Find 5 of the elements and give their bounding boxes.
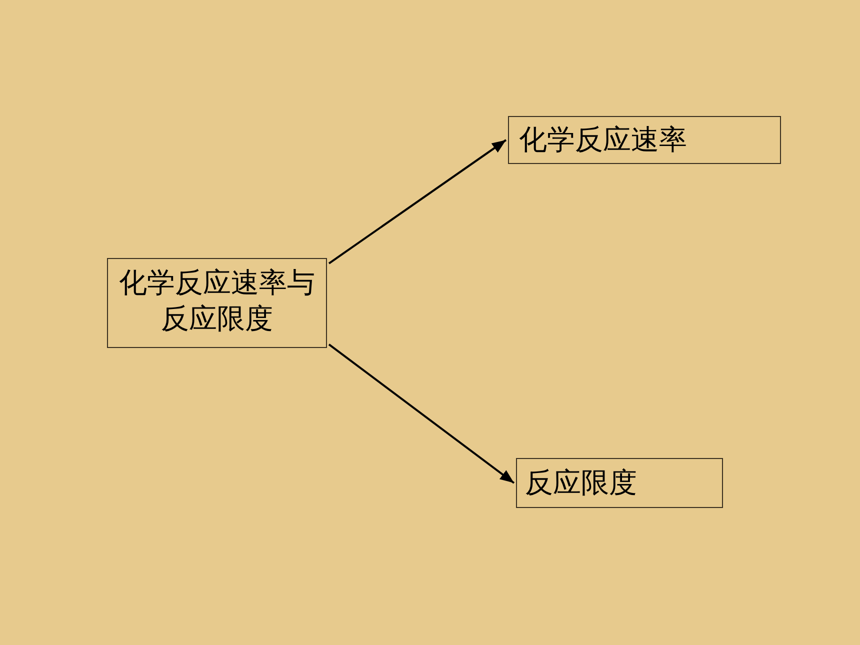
text-box: 反应限度 [516, 458, 723, 508]
text-box: 化学反应速率 [508, 116, 781, 164]
arrow [328, 344, 515, 484]
text-box: 化学反应速率与反应限度 [107, 258, 327, 348]
arrow [328, 139, 507, 264]
